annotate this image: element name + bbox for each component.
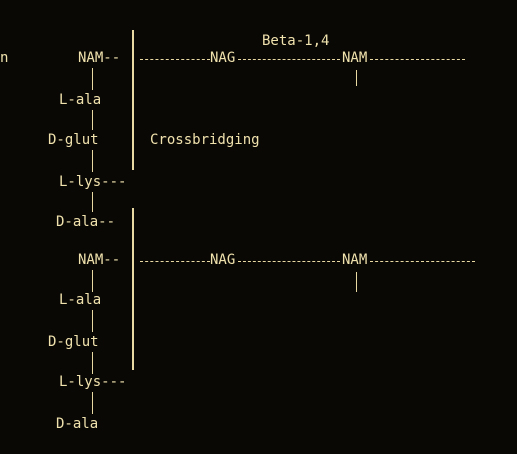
lower-nam-label: NAM-- — [78, 252, 121, 268]
upper-nam-backbone-label: NAM — [342, 50, 368, 66]
upper-l-ala-label: L-ala — [59, 92, 102, 108]
lower-glycan-bond — [140, 261, 210, 263]
lower-nag-label: NAG — [210, 252, 236, 268]
lower-glycan-bond — [370, 261, 475, 263]
upper-d-ala-label: D-ala-- — [56, 214, 116, 230]
lower-stem-link — [92, 352, 93, 374]
beta-bond-label: Beta-1,4 — [262, 33, 330, 49]
upper-nam-label: NAM-- — [78, 50, 121, 66]
edge-text-fragment: n — [0, 50, 9, 66]
upper-nag-label: NAG — [210, 50, 236, 66]
lower-l-lys-label: L-lys--- — [59, 374, 127, 390]
lower-stem-link — [92, 392, 93, 414]
lower-d-ala-label: D-ala — [56, 416, 99, 432]
upper-crossbridge-bar — [132, 30, 134, 170]
lower-glycan-bond — [238, 261, 340, 263]
lower-nam-branch — [356, 272, 357, 292]
upper-glycan-bond — [238, 59, 340, 61]
upper-glycan-bond — [140, 59, 210, 61]
lower-l-ala-label: L-ala — [59, 292, 102, 308]
lower-crossbridge-bar — [132, 208, 134, 370]
lower-nam-backbone-label: NAM — [342, 252, 368, 268]
upper-nam-branch — [356, 70, 357, 86]
lower-stem-link — [92, 310, 93, 332]
upper-stem-link — [92, 110, 93, 130]
upper-stem-link — [92, 68, 93, 90]
lower-d-glut-label: D-glut — [48, 334, 99, 350]
crossbridging-label: Crossbridging — [150, 132, 260, 148]
upper-stem-link — [92, 192, 93, 212]
upper-l-lys-label: L-lys--- — [59, 174, 127, 190]
upper-stem-link — [92, 150, 93, 172]
lower-stem-link — [92, 270, 93, 292]
upper-glycan-bond — [370, 59, 465, 61]
upper-d-glut-label: D-glut — [48, 132, 99, 148]
